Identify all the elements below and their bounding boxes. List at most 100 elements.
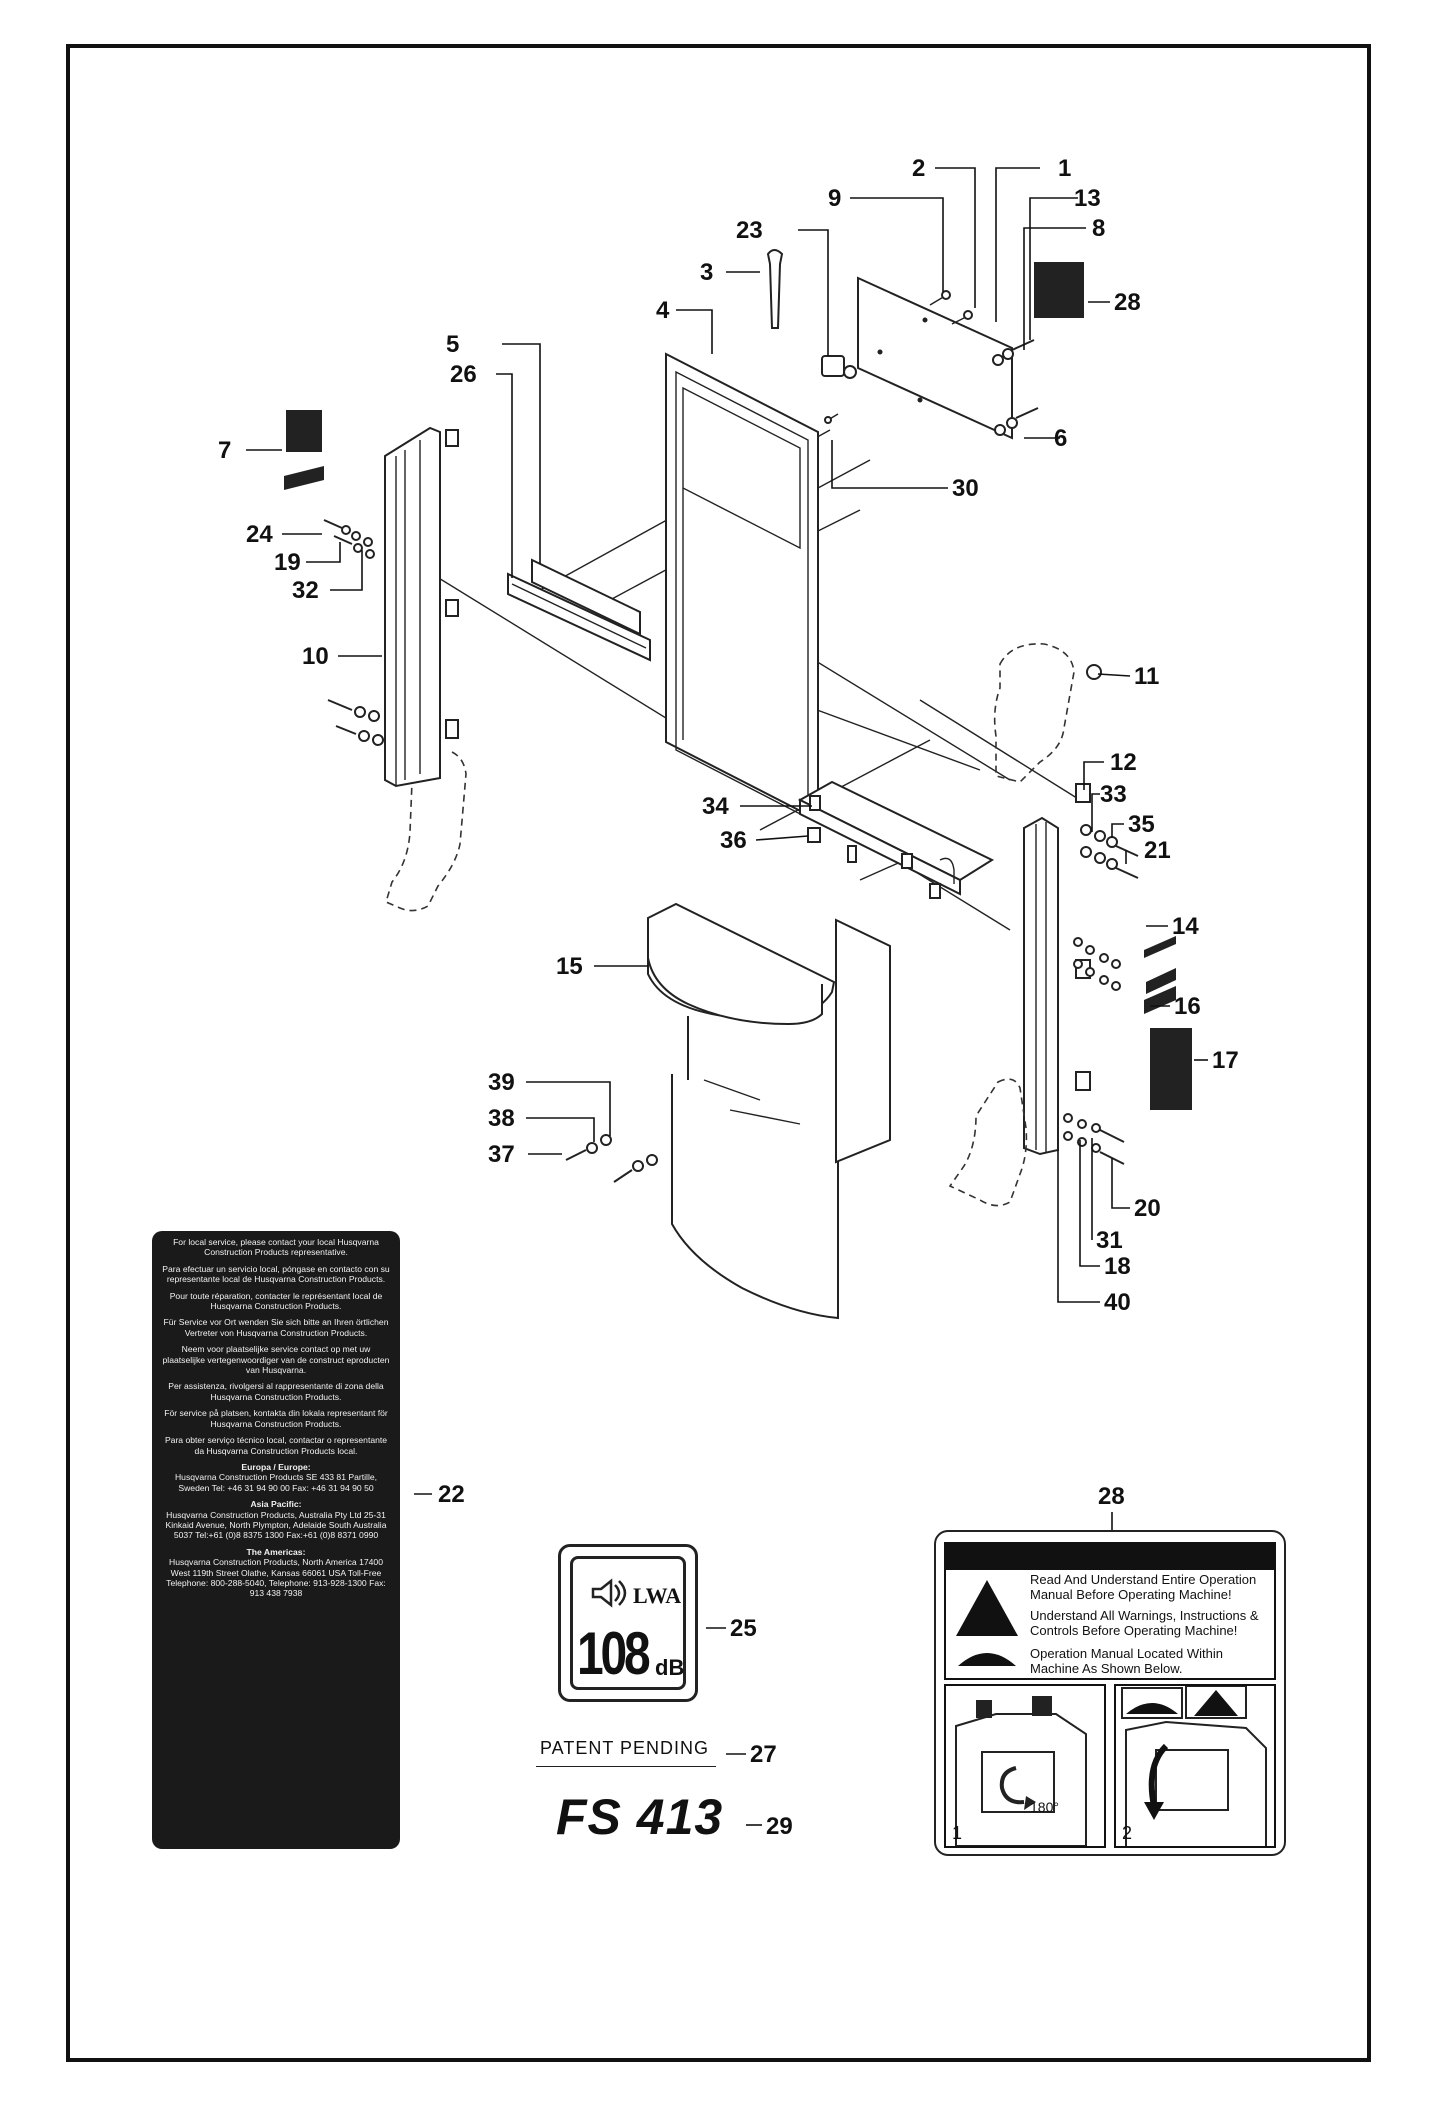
- callout-24: 24: [246, 521, 273, 548]
- bolts-part-37-38-39: [565, 1134, 658, 1183]
- drawing-frame: [66, 44, 1371, 2062]
- callout-34: 34: [702, 793, 729, 820]
- callout-25: 25: [730, 1615, 757, 1642]
- callout-40: 40: [1104, 1289, 1131, 1316]
- callout-leaders: [246, 167, 1208, 1826]
- callout-2: 2: [912, 155, 925, 182]
- callout-10: 10: [302, 643, 329, 670]
- instruction-panel-step-2: 2: [1114, 1684, 1276, 1848]
- speaker-icon: [591, 1578, 627, 1608]
- sound-decal-inner-border: LWA 108 dB: [570, 1556, 686, 1690]
- callout-9: 9: [828, 185, 841, 212]
- warning-triangle-icon: [956, 1580, 1018, 1666]
- callout-28: 28: [1114, 289, 1141, 316]
- callout-7: 7: [218, 437, 231, 464]
- sound-power-value: 108: [577, 1620, 651, 1687]
- callout-3: 3: [700, 259, 713, 286]
- callout-26: 26: [450, 361, 477, 388]
- patent-pending-label: PATENT PENDING: [540, 1738, 710, 1758]
- rotation-label: 180°: [1030, 1799, 1059, 1815]
- mounting-plate-part-1: [857, 276, 1013, 440]
- callout-8: 8: [1092, 215, 1105, 242]
- callout-11: 11: [1134, 663, 1159, 690]
- service-text-pt: Para obter serviço técnico local, contac…: [164, 1435, 388, 1456]
- screw-part-30: [824, 413, 839, 424]
- callout-22: 22: [438, 1481, 465, 1508]
- callout-33: 33: [1100, 781, 1127, 808]
- nut-part-11: [1086, 664, 1102, 680]
- callout-numbers: 2 1 9 13 8 23 3 28 4 5 26 6 7 30 24 19 3…: [218, 155, 1239, 1840]
- callout-29: 29: [766, 1813, 793, 1840]
- warning-message-understand: Understand All Warnings, Instructions & …: [1030, 1608, 1259, 1638]
- right-column: [1023, 783, 1091, 1156]
- wrench-part-3: [766, 249, 784, 329]
- service-text-es: Para efectuar un servicio local, póngase…: [162, 1263, 390, 1285]
- crossbar-part-34: [797, 780, 995, 899]
- callout-27: 27: [750, 1741, 777, 1768]
- callout-6: 6: [1054, 425, 1067, 452]
- callout-14: 14: [1172, 913, 1199, 940]
- open-manual-holder-illustration: [1121, 1686, 1267, 1846]
- region-europe-address: Husqvarna Construction Products SE 433 8…: [174, 1472, 378, 1493]
- step-2-number: 2: [1122, 1823, 1133, 1843]
- sound-power-label: LWA: [633, 1583, 682, 1608]
- callout-15: 15: [556, 953, 583, 980]
- region-europe-title: Europa / Europe:: [241, 1461, 311, 1472]
- decal-part-7: [284, 410, 324, 490]
- service-text-de: Für Service vor Ort wenden Sie sich bitt…: [163, 1317, 389, 1338]
- callout-5: 5: [446, 331, 459, 358]
- region-americas-address: Husqvarna Construction Products, North A…: [166, 1557, 386, 1599]
- callout-4: 4: [656, 297, 670, 324]
- callout-39: 39: [488, 1069, 515, 1096]
- service-text-fr: Pour toute réparation, contacter le repr…: [169, 1290, 383, 1312]
- callout-23: 23: [736, 217, 763, 244]
- callout-32: 32: [292, 577, 319, 604]
- callout-31: 31: [1096, 1227, 1123, 1254]
- callout-12: 12: [1110, 749, 1137, 776]
- callout-36: 36: [720, 827, 747, 854]
- screws-part-2-9: [929, 290, 973, 325]
- right-upper-machine-outline: [993, 643, 1075, 783]
- panel-frame-part-4: [665, 352, 819, 822]
- service-text-it: Per assistenza, rivolgersi al rappresent…: [168, 1381, 384, 1402]
- cover-part-15: [647, 902, 891, 1320]
- callout-20: 20: [1134, 1195, 1161, 1222]
- model-logo: FS 413: [556, 1789, 724, 1845]
- patent-underline: [536, 1766, 716, 1767]
- callout-18: 18: [1104, 1253, 1131, 1280]
- callout-19: 19: [274, 549, 301, 576]
- bolts-right-middle: [1073, 937, 1121, 991]
- callout-30: 30: [952, 475, 979, 502]
- callout-28-large: 28: [1098, 1483, 1125, 1510]
- region-asia-address: Husqvarna Construction Products, Austral…: [165, 1509, 387, 1541]
- right-lower-machine-outline: [948, 1078, 1028, 1207]
- callout-38: 38: [488, 1105, 515, 1132]
- region-americas-title: The Americas:: [246, 1546, 306, 1557]
- operation-manual-warning-decal: Read And Understand Entire Operation Man…: [934, 1530, 1286, 1856]
- step-1-number: 1: [952, 1823, 963, 1843]
- callout-17: 17: [1212, 1047, 1239, 1074]
- region-asia-title: Asia Pacific:: [250, 1499, 302, 1510]
- callout-16: 16: [1174, 993, 1201, 1020]
- bolts-part-19-24-32: [323, 519, 384, 746]
- instruction-panel-step-1: 180° 1: [944, 1684, 1106, 1848]
- service-text-en: For local service, please contact your l…: [173, 1237, 379, 1258]
- hinge-bracket-part-5: [507, 558, 651, 662]
- decals-part-14-16-17: [1144, 936, 1192, 1110]
- callout-35: 35: [1128, 811, 1155, 838]
- warning-message-manual-location: Operation Manual Located Within Machine …: [1030, 1646, 1223, 1676]
- bolts-part-8-13: [992, 339, 1039, 436]
- callout-37: 37: [488, 1141, 515, 1168]
- sound-level-decal: LWA 108 dB: [558, 1544, 698, 1702]
- callout-21: 21: [1144, 837, 1171, 864]
- warning-body: Read And Understand Entire Operation Man…: [944, 1570, 1276, 1680]
- left-column-part-10: [384, 426, 459, 788]
- rotate-manual-illustration: 180°: [955, 1696, 1087, 1846]
- latch-part-23: [821, 355, 857, 379]
- bolts-part-18-20-31: [1063, 1113, 1125, 1165]
- warning-header-bar: [944, 1542, 1276, 1570]
- warning-message-read-manual: Read And Understand Entire Operation Man…: [1030, 1572, 1257, 1602]
- service-text-sv: För service på platsen, kontakta din lok…: [164, 1408, 388, 1429]
- decal-part-28-small: [1034, 262, 1084, 318]
